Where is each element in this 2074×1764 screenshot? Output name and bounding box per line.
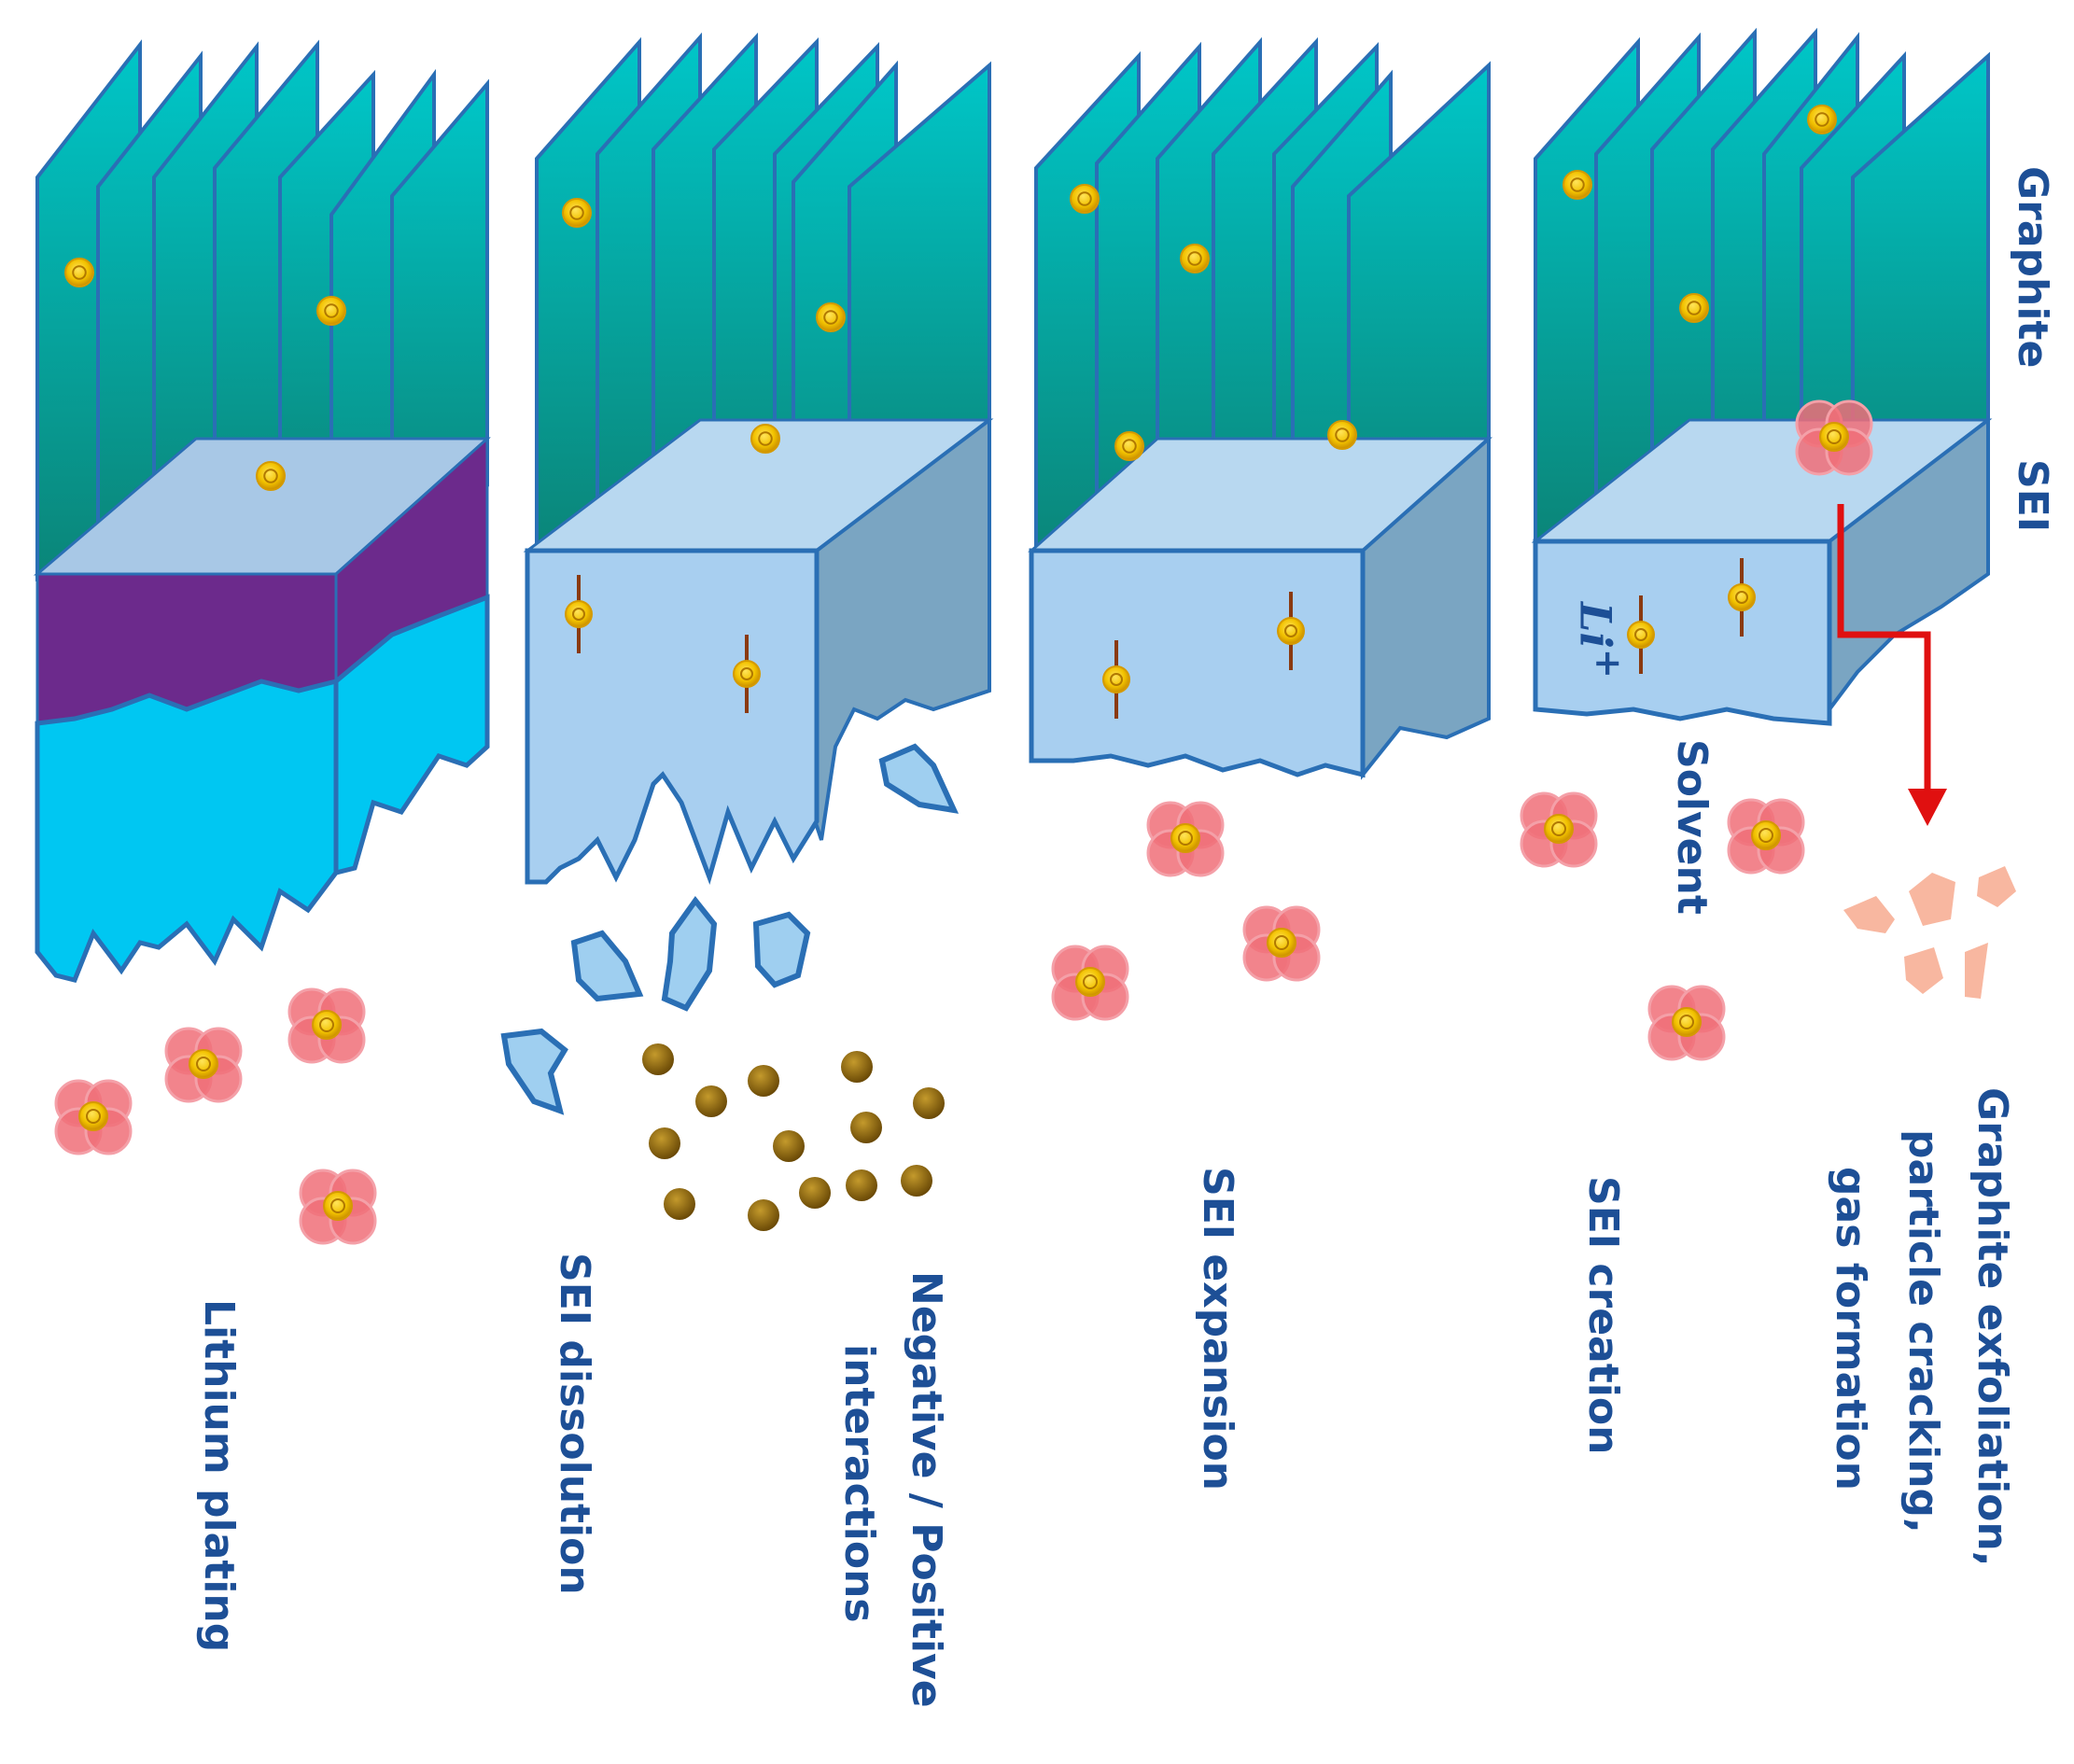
solvent-molecule [1146,801,1225,877]
reaction-particle [841,1051,873,1083]
solvent-label: Solvent [1668,739,1716,915]
graphite-sheets [1034,36,1491,582]
sei-side-face [809,415,991,841]
sei-dissolution-label: SEI dissolution [551,1253,598,1595]
lithium-atom [1070,184,1100,214]
sei-fragments [500,743,960,1115]
interactions-label-line1: Negative / Positive [903,1271,950,1708]
reaction-particle [773,1130,805,1162]
solvent-molecule [54,1079,133,1155]
lithium-ion-in-sei [1277,592,1305,670]
lithium-ion-in-sei [733,635,761,713]
graphite-label: Graphite [2009,166,2056,369]
reaction-particle [850,1112,882,1143]
lithium-ion-in-sei [1627,595,1655,674]
solvent-molecule [299,1169,377,1245]
lithium-atom [816,302,846,332]
lithium-ion-in-sei [1102,640,1130,719]
stack-sei-dissolution [523,32,994,885]
reaction-particle [649,1127,680,1159]
reaction-particle [664,1188,695,1220]
sei-label: SEI [2009,459,2056,533]
lithium-plating-label: Lithium plating [195,1299,243,1653]
stack-sei-creation [1531,27,1993,826]
reaction-particle [901,1165,932,1197]
lithium-atom [316,296,346,326]
solvent-molecule [164,1027,243,1103]
red-arrow-head [1908,789,1947,826]
reaction-particle [913,1087,945,1119]
solvent-molecule [1242,905,1321,982]
reaction-particle [695,1085,727,1117]
sei-creation-label: SEI creation [1579,1176,1627,1455]
reaction-particle [748,1199,779,1231]
graphite-sheets [35,39,489,601]
reaction-particle [748,1065,779,1097]
exfoliation-label-line3: gas formation [1827,1167,1874,1491]
lithium-atom [1327,420,1357,450]
lithium-atom [1114,431,1144,461]
lithium-ion-in-sei [565,575,593,653]
lithium-atom [1180,244,1210,273]
diagram-marks [54,105,1873,1245]
li-ion-charge: + [1587,648,1629,679]
stack-sei-expansion [1028,36,1492,780]
solvent-molecule [1727,798,1805,875]
sei-front-face [525,548,820,885]
solvent-molecule [1795,399,1873,476]
solvent-molecule [1051,945,1129,1021]
lithium-atom [1679,293,1709,323]
reaction-particle [846,1169,877,1201]
solvent-molecule [287,987,366,1064]
lithium-atom [256,461,286,491]
solvent-molecule [1520,791,1598,868]
li-ion-symbol: Li [1570,602,1621,649]
exfoliation-label-line1: Graphite exfoliation, [1969,1087,2016,1567]
exfoliation-label-line2: particle cracking, [1899,1129,1947,1533]
lithium-plating-side [333,594,490,876]
reaction-particle [799,1177,831,1209]
reaction-particle [642,1043,674,1075]
graphite-sheets [1534,27,1990,544]
sei-front-face [1533,539,1832,726]
interactions-label-line2: interactions [835,1344,883,1623]
lithium-atom [750,424,780,454]
sei-expansion-label: SEI expansion [1194,1167,1241,1491]
solvent-molecule [1647,985,1726,1061]
lithium-atom [562,198,592,228]
lithium-plating-front [35,678,339,983]
stack-lithium-plating [33,39,491,983]
lithium-atom [1563,170,1592,200]
lithium-atom [64,258,94,287]
lithium-atom [1807,105,1837,134]
red-arrow-shaft [1837,504,1931,793]
lithium-ion-in-sei [1728,558,1756,637]
sei-front-face [1029,548,1366,778]
graphite-debris [1843,866,2016,999]
li-ion-label: Li+ [1571,602,1629,679]
